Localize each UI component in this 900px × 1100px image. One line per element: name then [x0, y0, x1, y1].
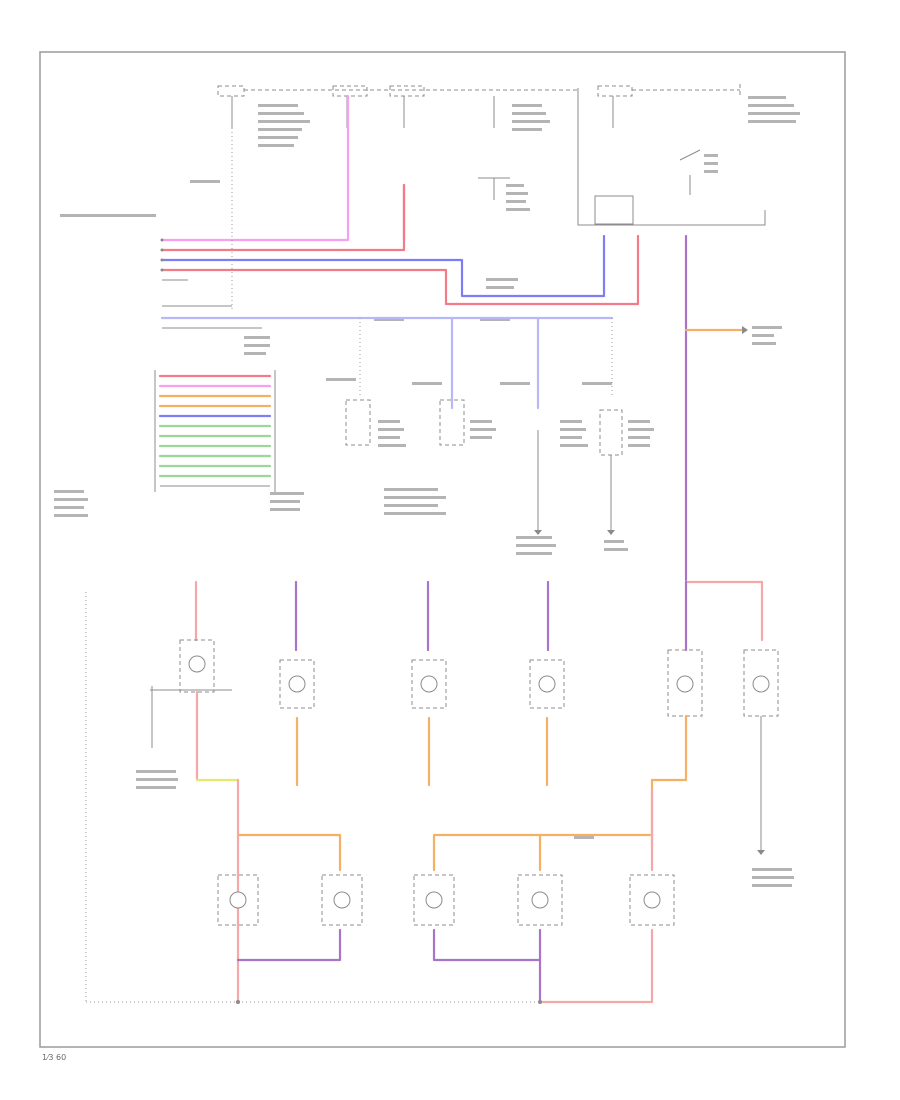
lamp-icon: [420, 675, 438, 693]
right-feed: [684, 234, 764, 642]
lamp-icon: [229, 891, 247, 909]
fuse-panel-1: [217, 85, 245, 97]
illegible-label-marks: [54, 96, 800, 887]
diagram-border: [39, 51, 846, 1048]
relay-box: [594, 195, 634, 225]
fuse-block-group: [217, 84, 766, 226]
lamp-icon: [425, 891, 443, 909]
lamp-icon: [752, 675, 770, 693]
fuse-panel-4: [597, 85, 633, 97]
fuse-panel-2: [332, 85, 368, 97]
lamp-icon: [188, 655, 206, 673]
lamp-icon: [531, 891, 549, 909]
left-connector-block: [154, 94, 640, 492]
lamp-icon: [538, 675, 556, 693]
footer-caption: 1⁄3 60: [42, 1053, 66, 1062]
fuse-panel-3: [389, 85, 425, 97]
lamp-icon: [288, 675, 306, 693]
lamp-row-lower: [86, 778, 675, 1004]
lamp-icon: [676, 675, 694, 693]
mid-drops: [345, 316, 623, 535]
lamp-icon: [643, 891, 661, 909]
zone-input-list: [154, 370, 276, 492]
lamp-row-upper: [85, 580, 779, 1002]
lamp-icon: [333, 891, 351, 909]
